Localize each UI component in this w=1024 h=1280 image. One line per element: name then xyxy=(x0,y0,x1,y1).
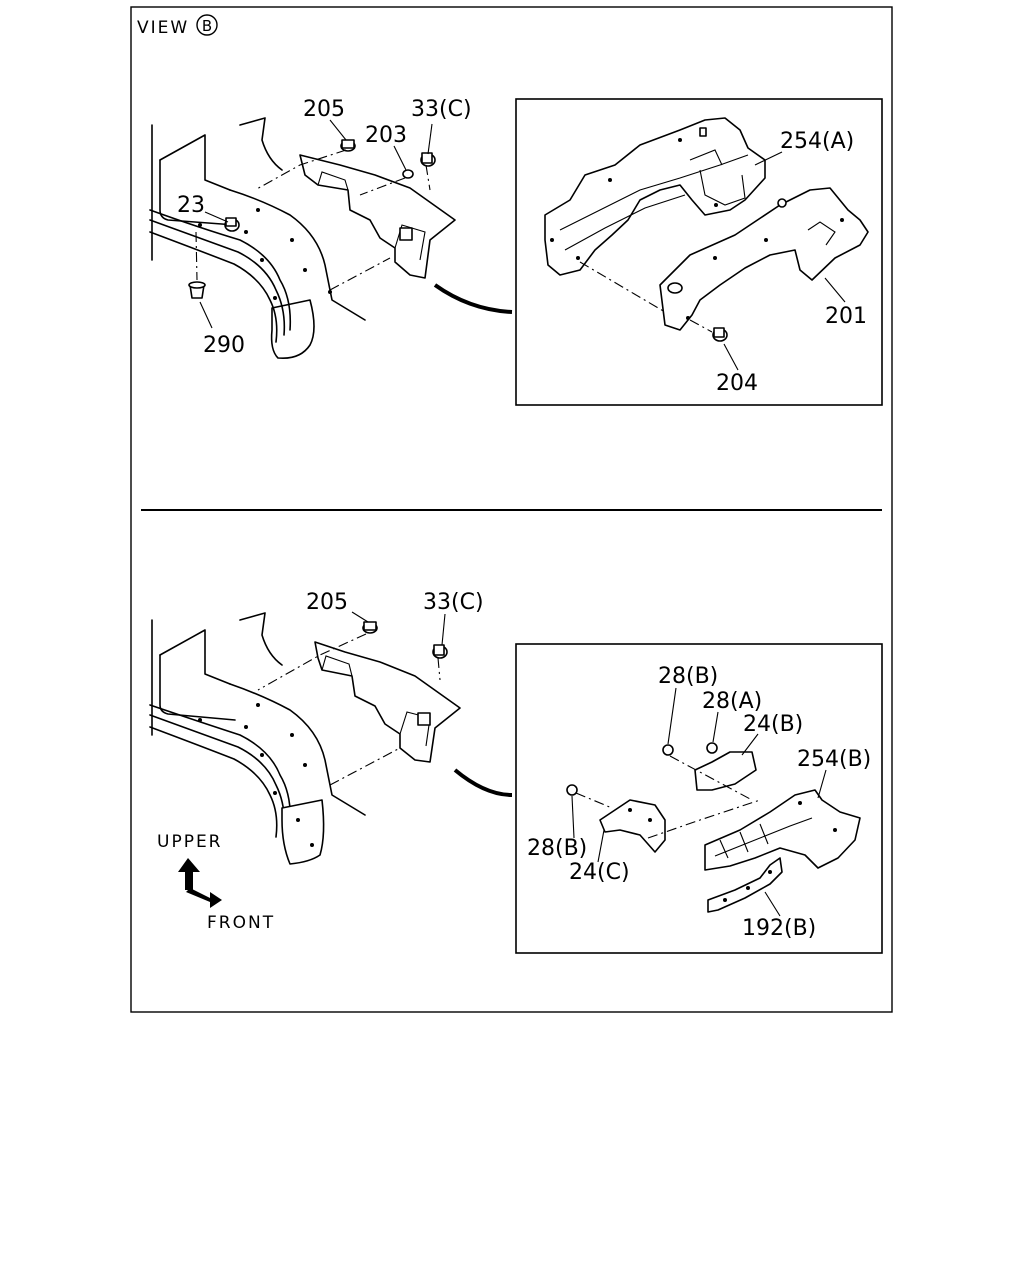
plate-24c-part xyxy=(599,799,666,853)
bottom-inset-guide xyxy=(575,755,761,839)
bracket-254a-part xyxy=(544,117,766,276)
label-192b: 192(B) xyxy=(742,916,816,941)
top-section: 205 203 33(C) 23 290 254(A) 201 204 xyxy=(149,97,883,406)
bolt-23-icon xyxy=(224,217,240,232)
top-fasteners xyxy=(188,139,436,299)
label-254a: 254(A) xyxy=(780,129,854,154)
label-254b: 254(B) xyxy=(797,747,871,772)
label-205: 205 xyxy=(303,97,345,122)
label-23: 23 xyxy=(177,193,205,218)
top-mudguard-bracket xyxy=(299,154,456,279)
bolt-204-icon xyxy=(712,327,728,342)
bottom-guide-lines xyxy=(257,633,441,786)
label-204: 204 xyxy=(716,371,758,396)
bottom-callout-arrow xyxy=(453,768,513,797)
label-28a: 28(A) xyxy=(702,689,762,714)
bolt-205-bottom-icon xyxy=(362,621,378,634)
bottom-fasteners xyxy=(362,621,448,659)
label-290: 290 xyxy=(203,333,245,358)
orientation-arrows: UPPER FRONT xyxy=(157,832,275,933)
upper-arrow-icon xyxy=(178,858,200,890)
bottom-mudguard-bracket xyxy=(314,641,461,763)
top-inset-leaders xyxy=(723,151,846,371)
label-33c: 33(C) xyxy=(411,97,472,122)
bottom-inset-frame xyxy=(515,643,883,954)
bottom-leader-lines xyxy=(351,611,446,646)
outer-frame xyxy=(130,6,893,1013)
orientation-front-label: FRONT xyxy=(207,913,275,933)
bolt-33c-icon xyxy=(420,152,436,167)
bottom-cab-body xyxy=(149,612,366,865)
washer-203-icon xyxy=(402,169,414,179)
view-marker-badge: B xyxy=(196,14,218,36)
label-24c: 24(C) xyxy=(569,860,630,885)
nut-28a-icon xyxy=(706,742,718,754)
label-24b: 24(B) xyxy=(743,712,803,737)
top-guide-lines xyxy=(195,149,431,291)
label-28b-left: 28(B) xyxy=(527,836,587,861)
top-cab-body xyxy=(149,117,366,360)
bottom-section: UPPER FRONT 205 33(C) 28(B) 28(A) 24(B) … xyxy=(149,590,883,954)
top-inset-guide-2 xyxy=(689,319,713,333)
plate-24b-part xyxy=(694,751,757,791)
front-arrow-icon xyxy=(186,888,222,908)
strip-192b-part xyxy=(707,857,783,913)
bottom-inset-fasteners xyxy=(566,742,718,796)
bolt-33c-bottom-icon xyxy=(432,644,448,659)
view-title: VIEW xyxy=(137,18,189,38)
view-marker-letter: B xyxy=(202,17,212,35)
top-callout-arrow xyxy=(433,283,513,314)
nut-28b-top-icon xyxy=(662,744,674,756)
bracket-201-part xyxy=(659,187,869,331)
label-28b-top: 28(B) xyxy=(658,664,718,689)
clip-290-icon xyxy=(188,281,206,299)
label-203: 203 xyxy=(365,123,407,148)
orientation-upper-label: UPPER xyxy=(157,832,223,852)
label-205-bottom: 205 xyxy=(306,590,348,615)
nut-28b-left-icon xyxy=(566,784,578,796)
top-inset-guide xyxy=(579,261,666,313)
label-201: 201 xyxy=(825,304,867,329)
bracket-254b-part xyxy=(704,789,861,871)
bottom-inset-leaders xyxy=(571,687,827,917)
bolt-205-icon xyxy=(340,139,356,152)
label-33c-bottom: 33(C) xyxy=(423,590,484,615)
top-leader-lines xyxy=(199,119,433,329)
